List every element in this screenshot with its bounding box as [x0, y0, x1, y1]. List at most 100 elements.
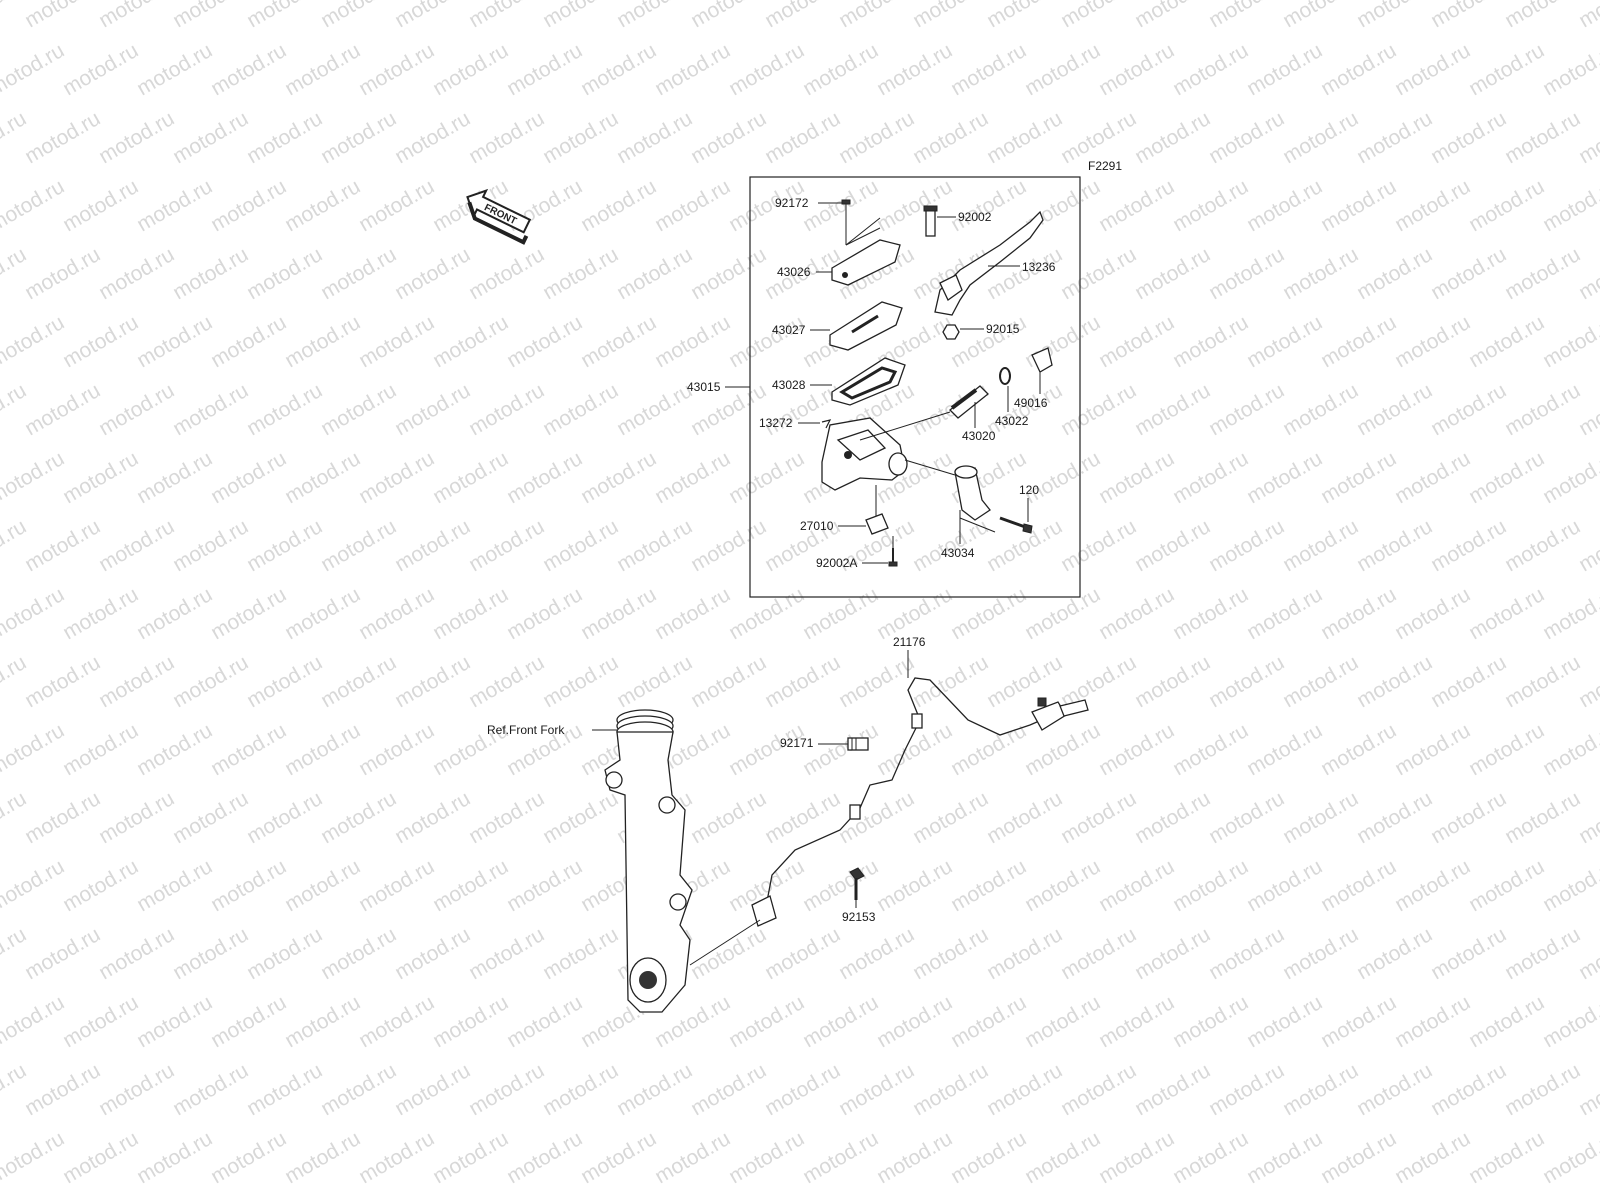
watermark-text: motod.ru — [207, 1127, 290, 1188]
watermark-text: motod.ru — [59, 1127, 142, 1188]
watermark-text: motod.ru — [95, 1195, 178, 1200]
watermark-text: motod.ru — [317, 651, 400, 712]
watermark-text: motod.ru — [539, 1195, 622, 1200]
watermark-text: motod.ru — [613, 243, 696, 304]
watermark-text: motod.ru — [1131, 243, 1214, 304]
nut-92015-icon — [942, 324, 960, 340]
watermark-text: motod.ru — [909, 923, 992, 984]
watermark-text: motod.ru — [391, 515, 474, 576]
watermark-text: motod.ru — [1501, 379, 1584, 440]
watermark-text: motod.ru — [207, 39, 290, 100]
watermark-text: motod.ru — [983, 107, 1066, 168]
watermark-text: motod.ru — [503, 855, 586, 916]
watermark-text: motod.ru — [1057, 243, 1140, 304]
watermark-text: motod.ru — [1427, 787, 1510, 848]
watermark-text: motod.ru — [1243, 855, 1326, 916]
label-92172: 92172 — [775, 196, 809, 210]
watermark-text: motod.ru — [1391, 311, 1474, 372]
watermark-text: motod.ru — [1575, 0, 1600, 32]
watermark-text: motod.ru — [983, 1195, 1066, 1200]
watermark-text: motod.ru — [835, 107, 918, 168]
watermark-text: motod.ru — [725, 991, 808, 1052]
watermark-text: motod.ru — [169, 923, 252, 984]
watermark-text: motod.ru — [1465, 583, 1548, 644]
watermark-text: motod.ru — [1391, 855, 1474, 916]
watermark-text: motod.ru — [613, 651, 696, 712]
watermark-text: motod.ru — [1095, 175, 1178, 236]
watermark-text: motod.ru — [243, 243, 326, 304]
watermark-text: motod.ru — [133, 991, 216, 1052]
label-43026: 43026 — [777, 265, 811, 279]
figure-code: F2291 — [1088, 159, 1122, 173]
watermark-text: motod.ru — [133, 719, 216, 780]
label-92002: 92002 — [958, 210, 992, 224]
watermark-text: motod.ru — [539, 787, 622, 848]
watermark-text: motod.ru — [391, 1195, 474, 1200]
watermark-text: motod.ru — [133, 311, 216, 372]
watermark-text: motod.ru — [1391, 1127, 1474, 1188]
watermark-text: motod.ru — [613, 107, 696, 168]
watermark-text: motod.ru — [95, 1059, 178, 1120]
watermark-text: motod.ru — [59, 447, 142, 508]
watermark-text: motod.ru — [725, 311, 808, 372]
watermark-text: motod.ru — [317, 515, 400, 576]
watermark-text: motod.ru — [1057, 515, 1140, 576]
watermark-text: motod.ru — [725, 447, 808, 508]
watermark-text: motod.ru — [281, 855, 364, 916]
watermark-text: motod.ru — [0, 855, 68, 916]
watermark-text: motod.ru — [1575, 1059, 1600, 1120]
watermark-text: motod.ru — [1353, 243, 1436, 304]
watermark-text: motod.ru — [613, 1059, 696, 1120]
watermark-text: motod.ru — [651, 583, 734, 644]
watermark-text: motod.ru — [1427, 0, 1510, 32]
watermark-text: motod.ru — [983, 923, 1066, 984]
screw-92002A-icon — [888, 548, 898, 567]
watermark-text: motod.ru — [1243, 719, 1326, 780]
watermark-text: motod.ru — [0, 515, 30, 576]
watermark-text: motod.ru — [1169, 39, 1252, 100]
brake-lever-13236 — [934, 210, 1044, 316]
watermark-text: motod.ru — [799, 583, 882, 644]
watermark-text: motod.ru — [1391, 39, 1474, 100]
piston-43020 — [949, 385, 989, 419]
watermark-text: motod.ru — [1243, 447, 1326, 508]
watermark-text: motod.ru — [651, 311, 734, 372]
bolt-92153-icon — [849, 867, 865, 900]
watermark-text: motod.ru — [873, 39, 956, 100]
watermark-text: motod.ru — [1057, 379, 1140, 440]
watermark-text: motod.ru — [21, 923, 104, 984]
watermark-text: motod.ru — [429, 447, 512, 508]
watermark-text: motod.ru — [465, 0, 548, 32]
watermark-text: motod.ru — [1465, 1127, 1548, 1188]
watermark-text: motod.ru — [687, 0, 770, 32]
watermark-text: motod.ru — [503, 991, 586, 1052]
watermark-text: motod.ru — [169, 107, 252, 168]
watermark-text: motod.ru — [1391, 583, 1474, 644]
watermark-text: motod.ru — [1353, 787, 1436, 848]
watermark-text: motod.ru — [577, 39, 660, 100]
watermark-text: motod.ru — [1243, 583, 1326, 644]
watermark-text: motod.ru — [391, 1059, 474, 1120]
watermark-text: motod.ru — [465, 243, 548, 304]
watermark-text: motod.ru — [21, 515, 104, 576]
abs-sensor-cable-21176 — [751, 677, 1089, 927]
watermark-text: motod.ru — [169, 1195, 252, 1200]
watermark-text: motod.ru — [1353, 923, 1436, 984]
reservoir-cap-43026 — [831, 239, 901, 286]
watermark-text: motod.ru — [1205, 923, 1288, 984]
watermark-text: motod.ru — [1427, 107, 1510, 168]
switch-27010 — [865, 513, 889, 535]
watermark-text: motod.ru — [761, 787, 844, 848]
watermark-text: motod.ru — [391, 923, 474, 984]
watermark-text: motod.ru — [873, 1127, 956, 1188]
watermark-text: motod.ru — [725, 39, 808, 100]
watermark-text: motod.ru — [355, 39, 438, 100]
watermark-text: motod.ru — [539, 107, 622, 168]
watermark-text: motod.ru — [1501, 923, 1584, 984]
watermark-text: motod.ru — [59, 991, 142, 1052]
watermark-text: motod.ru — [1205, 651, 1288, 712]
watermark-text: motod.ru — [429, 1127, 512, 1188]
watermark-text: motod.ru — [983, 1059, 1066, 1120]
watermark-text: motod.ru — [391, 107, 474, 168]
watermark-text: motod.ru — [761, 1195, 844, 1200]
